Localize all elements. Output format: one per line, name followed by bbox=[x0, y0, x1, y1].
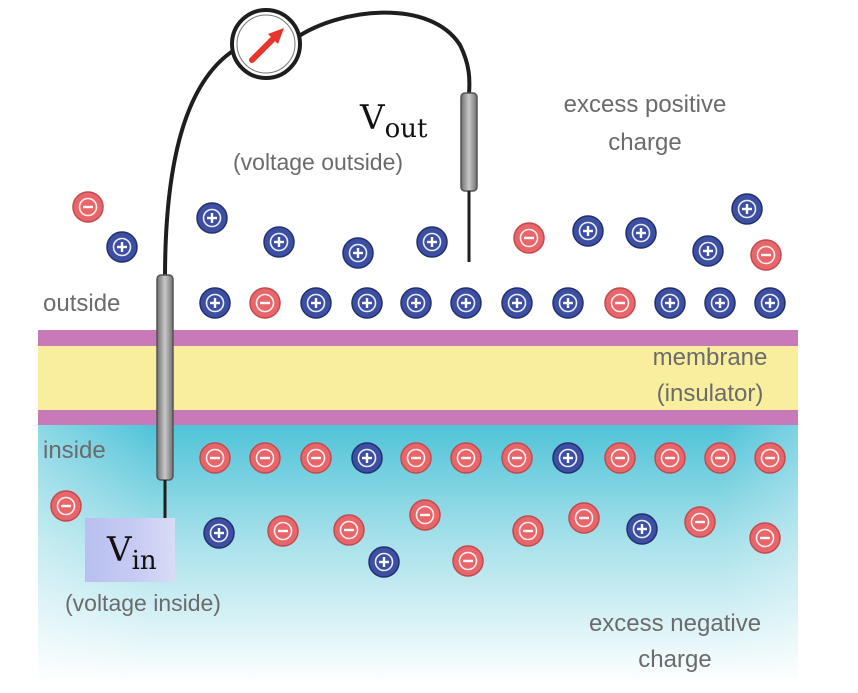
positive-charge-icon bbox=[572, 215, 604, 247]
membrane-label: membrane (insulator) bbox=[640, 344, 780, 408]
negative-charge-icon bbox=[72, 191, 104, 223]
positive-charge-icon bbox=[263, 226, 295, 258]
negative-charge-icon bbox=[50, 490, 82, 522]
positive-charge-icon bbox=[552, 287, 584, 319]
vout-label: Vout bbox=[360, 98, 427, 144]
negative-charge-icon bbox=[704, 442, 736, 474]
negative-charge-icon bbox=[749, 522, 781, 554]
negative-charge-icon bbox=[501, 442, 533, 474]
voltmeter-icon bbox=[230, 8, 302, 80]
positive-charge-icon bbox=[754, 287, 786, 319]
negative-charge-icon bbox=[333, 514, 365, 546]
positive-charge-icon bbox=[552, 442, 584, 474]
vin-main: V bbox=[107, 530, 132, 570]
positive-charge-icon bbox=[654, 287, 686, 319]
vin-caption: (voltage inside) bbox=[65, 590, 221, 616]
negative-charge-icon bbox=[409, 499, 441, 531]
positive-charge-icon bbox=[351, 442, 383, 474]
positive-charge-icon bbox=[626, 513, 658, 545]
negative-charge-icon bbox=[249, 442, 281, 474]
negative-charge-icon bbox=[450, 442, 482, 474]
positive-charge-icon bbox=[704, 287, 736, 319]
inside-label: inside bbox=[43, 437, 106, 464]
excess-negative-line2: charge bbox=[638, 646, 712, 673]
negative-charge-icon bbox=[267, 515, 299, 547]
positive-charge-icon bbox=[416, 226, 448, 258]
negative-charge-icon bbox=[604, 442, 636, 474]
positive-charge-icon bbox=[400, 287, 432, 319]
positive-charge-icon bbox=[351, 287, 383, 319]
membrane-outer-edge bbox=[38, 330, 798, 346]
membrane-label-line1: membrane bbox=[652, 344, 768, 371]
negative-charge-icon bbox=[199, 442, 231, 474]
negative-charge-icon bbox=[684, 506, 716, 538]
negative-charge-icon bbox=[400, 442, 432, 474]
vin-label: Vin bbox=[107, 530, 157, 576]
positive-charge-icon bbox=[368, 546, 400, 578]
membrane-inner-edge bbox=[38, 410, 798, 425]
negative-charge-icon bbox=[300, 442, 332, 474]
positive-charge-icon bbox=[731, 193, 763, 225]
negative-charge-icon bbox=[568, 502, 600, 534]
excess-negative-label: excess negative charge bbox=[565, 610, 785, 674]
positive-charge-icon bbox=[501, 287, 533, 319]
vin-sub: in bbox=[131, 546, 157, 576]
vin-label-box bbox=[85, 518, 175, 582]
positive-charge-icon bbox=[625, 217, 657, 249]
outside-electrode-probe-icon bbox=[460, 92, 478, 262]
negative-charge-icon bbox=[754, 442, 786, 474]
charges-layer bbox=[50, 191, 786, 578]
membrane-label-line2: (insulator) bbox=[656, 380, 764, 407]
positive-charge-icon bbox=[300, 287, 332, 319]
vout-main: V bbox=[360, 98, 385, 138]
positive-charge-icon bbox=[106, 231, 138, 263]
positive-charge-icon bbox=[450, 287, 482, 319]
positive-charge-icon bbox=[199, 287, 231, 319]
needle-arrow-icon bbox=[249, 28, 284, 63]
positive-charge-icon bbox=[342, 237, 374, 269]
negative-charge-icon bbox=[452, 545, 484, 577]
positive-charge-icon bbox=[692, 235, 724, 267]
excess-positive-line2: charge bbox=[608, 129, 682, 156]
excess-negative-line1: excess negative bbox=[588, 610, 762, 637]
positive-charge-icon bbox=[203, 517, 235, 549]
negative-charge-icon bbox=[654, 442, 686, 474]
negative-charge-icon bbox=[750, 239, 782, 271]
negative-charge-icon bbox=[249, 287, 281, 319]
right-wire bbox=[294, 10, 472, 95]
positive-charge-icon bbox=[196, 202, 228, 234]
excess-positive-label: excess positive charge bbox=[540, 91, 750, 157]
negative-charge-icon bbox=[512, 515, 544, 547]
vout-sub: out bbox=[384, 114, 428, 144]
outside-label: outside bbox=[43, 290, 121, 317]
excess-positive-line1: excess positive bbox=[563, 91, 727, 118]
vout-caption: (voltage outside) bbox=[233, 149, 404, 175]
negative-charge-icon bbox=[513, 222, 545, 254]
left-wire bbox=[163, 42, 246, 279]
negative-charge-icon bbox=[604, 287, 636, 319]
